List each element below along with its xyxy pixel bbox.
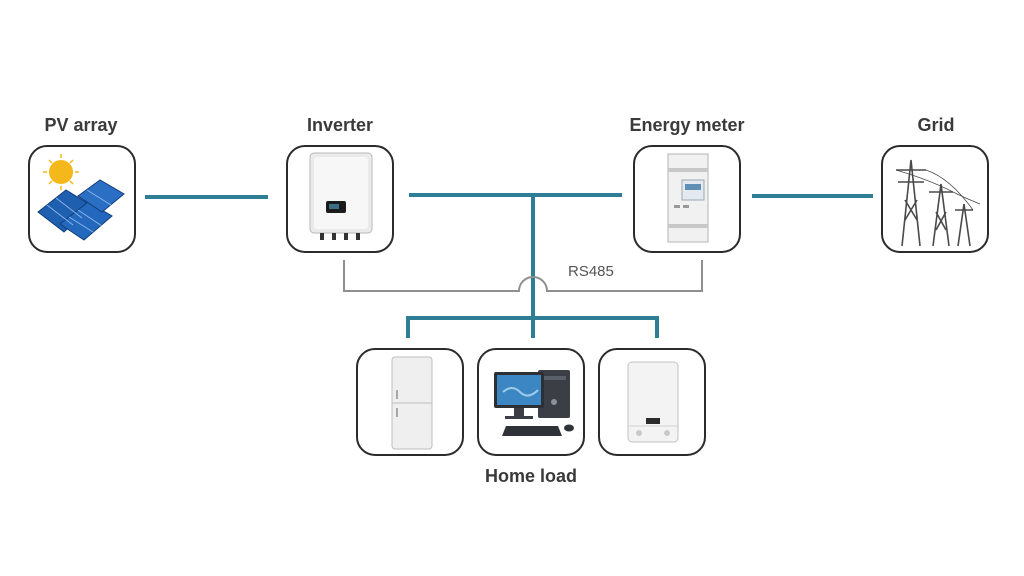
grid-node — [881, 145, 989, 253]
energy-meter-node — [633, 145, 741, 253]
home-load-device-1 — [356, 348, 464, 456]
home-load-device-2 — [477, 348, 585, 456]
power-lines — [145, 193, 873, 338]
inverter-icon — [309, 152, 373, 240]
power-pylon-icon — [895, 159, 981, 247]
rs485-line — [343, 260, 703, 292]
water-heater-icon — [627, 361, 679, 443]
energy-meter-icon — [667, 153, 709, 243]
solar-panel-icon — [37, 154, 125, 241]
home-load-label: Home load — [485, 466, 577, 486]
inverter-node — [286, 145, 394, 253]
pv-array-node — [28, 145, 136, 253]
home-load-device-3 — [598, 348, 706, 456]
grid-label: Grid — [917, 115, 954, 135]
rs485-label: RS485 — [568, 263, 614, 280]
inverter-label: Inverter — [307, 115, 373, 135]
energy-meter-label: Energy meter — [629, 115, 744, 135]
pv-array-label: PV array — [44, 115, 117, 135]
home-load-bus-line — [406, 316, 659, 338]
refrigerator-icon — [391, 356, 433, 450]
computer-icon — [494, 370, 574, 436]
